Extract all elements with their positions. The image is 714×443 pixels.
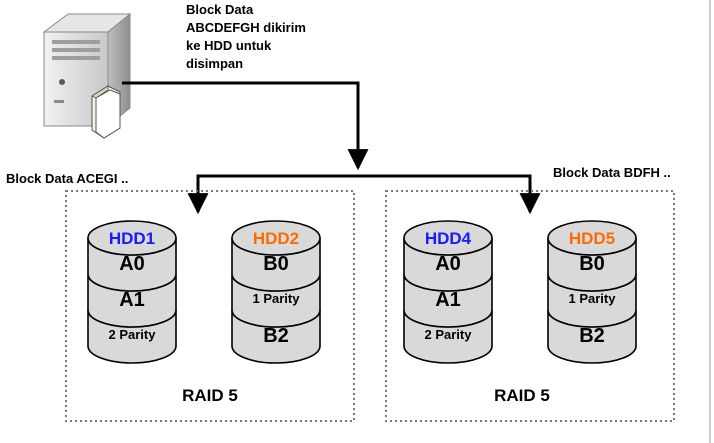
- document-icon: [91, 85, 121, 139]
- disk-hdd4: 2 Parity A1 A0 HDD4: [403, 220, 493, 364]
- disk-name: HDD4: [425, 229, 472, 248]
- description-line-4: disimpan: [186, 56, 243, 71]
- right-raid-box: [385, 190, 675, 422]
- right-raid-label: RAID 5: [494, 386, 550, 405]
- disk-segment-label: 2 Parity: [425, 327, 473, 342]
- disk-segment-label: B0: [263, 253, 289, 275]
- arrow-to-split: [122, 81, 369, 171]
- arrow-to-left-raid: [187, 174, 358, 215]
- right-group-label: Block Data BDFH ..: [553, 165, 671, 180]
- disk-hdd2: B2 1 Parity B0 HDD2: [231, 220, 321, 364]
- disk-hdd5: B2 1 Parity B0 HDD5: [547, 220, 637, 364]
- disk-segment-label: A0: [119, 253, 145, 275]
- left-group-label: Block Data ACEGI ..: [6, 171, 128, 186]
- description-line-2: ABCDEFGH dikirim: [186, 20, 306, 35]
- disk-name: HDD2: [253, 229, 299, 248]
- description-line-3: ke HDD untuk: [186, 38, 272, 53]
- disk-segment-label: B2: [263, 325, 289, 347]
- left-raid-label: RAID 5: [182, 386, 238, 405]
- disk-segment-label: B2: [579, 325, 605, 347]
- disk-top: [231, 220, 321, 256]
- data-flow-connector: [122, 81, 541, 215]
- disk-top: [547, 220, 637, 256]
- disk-top: [87, 220, 177, 256]
- disk-name: HDD1: [109, 229, 155, 248]
- server-icon: [42, 12, 132, 128]
- disk-segment-label: 1 Parity: [569, 291, 617, 306]
- disk-hdd1: 2 Parity A1 A0 HDD1: [87, 220, 177, 364]
- disk-segment-label: 1 Parity: [253, 291, 301, 306]
- disk-segment-label: A1: [119, 289, 145, 311]
- disk-segment-label: 2 Parity: [109, 327, 157, 342]
- disk-segment-label: A0: [435, 253, 461, 275]
- disk-segment-label: A1: [435, 289, 461, 311]
- disk-top: [403, 220, 493, 256]
- transfer-description: Block Data ABCDEFGH dikirim ke HDD untuk…: [186, 2, 306, 71]
- description-line-1: Block Data: [186, 2, 254, 17]
- disk-segment-label: B0: [579, 253, 605, 275]
- arrow-to-right-raid: [358, 174, 541, 215]
- left-raid-box: [65, 190, 355, 422]
- disk-name: HDD5: [569, 229, 615, 248]
